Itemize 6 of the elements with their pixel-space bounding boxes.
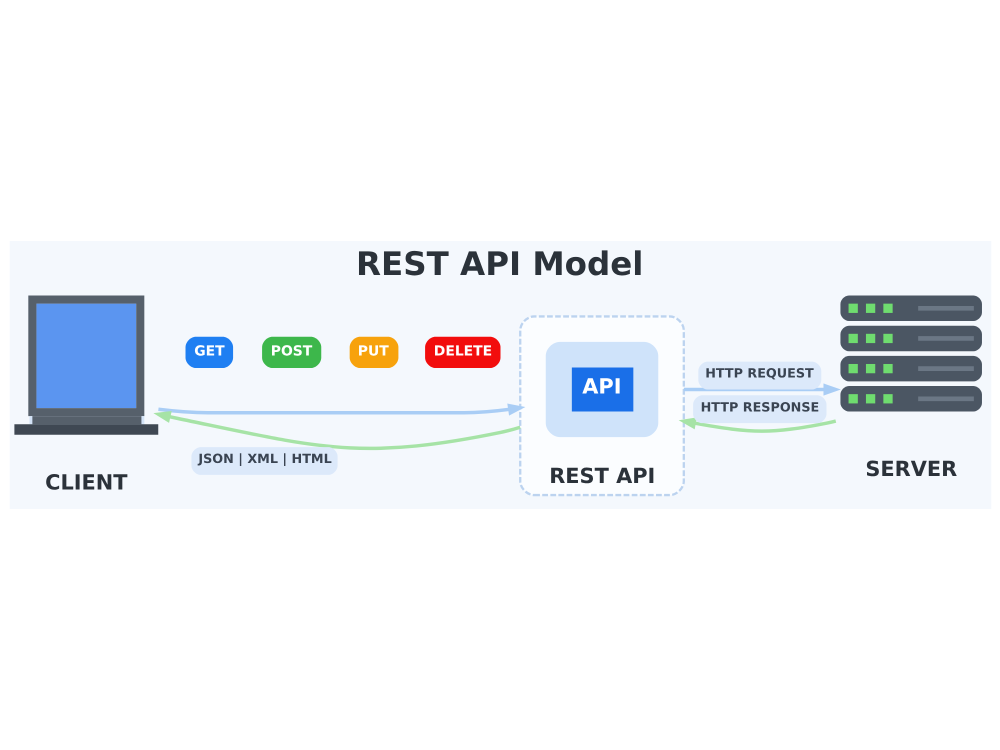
- edge-label: HTTP REQUEST: [704, 366, 814, 382]
- diagram-title: REST API Model: [356, 245, 643, 284]
- node-label: SERVER: [864, 456, 957, 481]
- node-label: CLIENT: [44, 470, 127, 495]
- edge-label: HTTP RESPONSE: [700, 400, 819, 416]
- edge-label: JSON | XML | HTML: [198, 452, 332, 468]
